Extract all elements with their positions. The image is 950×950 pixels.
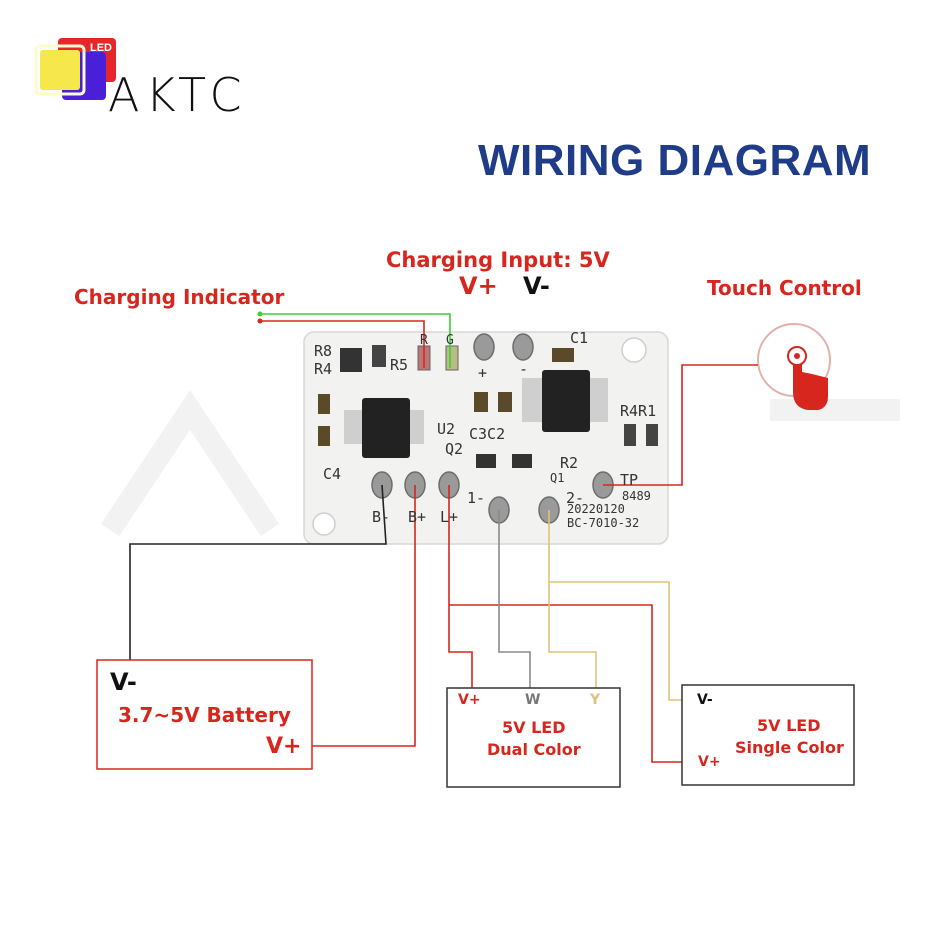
pcb-label-r4r1: R4R1 xyxy=(620,402,657,420)
chip-u2 xyxy=(344,398,424,458)
logo-icon xyxy=(34,38,116,100)
wires xyxy=(129,311,758,763)
pcb-label-minus: - xyxy=(519,360,529,378)
logo-badge: LED xyxy=(90,42,112,54)
touch-control-label: Touch Control xyxy=(707,276,862,300)
watermark xyxy=(100,390,900,537)
pcb-label-q2: Q2 xyxy=(445,440,464,458)
pcb-label-model: BC-7010-32 xyxy=(567,516,640,530)
pcb-label-r4: R4 xyxy=(314,360,333,378)
pcb-label-date: 20220120 xyxy=(567,502,625,516)
charging-indicator-label: Charging Indicator xyxy=(74,285,285,309)
led-dual-y: Y xyxy=(590,692,601,708)
pcb-label-r8: R8 xyxy=(314,342,333,360)
led-single-box xyxy=(681,684,855,786)
battery-vplus-label: V+ xyxy=(266,734,302,759)
pcb-label-q1: Q1 xyxy=(550,471,565,485)
pcb-label-c4: C4 xyxy=(323,465,342,483)
pcb-label-u2: U2 xyxy=(437,420,456,438)
touch-icon xyxy=(757,323,831,410)
led-dual-line1: 5V LED xyxy=(502,718,566,737)
pcb-label-g: G xyxy=(446,333,454,348)
pcb-label-bminus: B- xyxy=(372,508,391,526)
pcb-label-c1: C1 xyxy=(570,329,589,347)
chip-u1 xyxy=(522,370,608,432)
led-dual-line2: Dual Color xyxy=(487,740,581,759)
pcb-label-r: R xyxy=(420,333,428,348)
pcb-label-r5: R5 xyxy=(390,356,409,374)
pcb-label-c3c2: C3C2 xyxy=(469,425,506,443)
pcb-label-2minus: 2- xyxy=(566,489,585,507)
led-single-vminus: V- xyxy=(697,692,713,708)
battery-vminus-label: V- xyxy=(110,668,137,696)
pcb-board xyxy=(303,331,669,545)
led-dual-box xyxy=(446,687,621,788)
pcb-label-1minus: 1- xyxy=(467,489,486,507)
charging-vminus-label: V- xyxy=(523,272,550,300)
pcb-label-plus: + xyxy=(478,364,488,382)
charging-vplus-label: V+ xyxy=(459,272,498,300)
led-single-vplus: V+ xyxy=(698,754,721,770)
led-single-line2: Single Color xyxy=(735,738,844,757)
brand-name: AKTC xyxy=(108,68,248,122)
pcb-label-tp: TP xyxy=(620,471,639,489)
page-title: WIRING DIAGRAM xyxy=(478,136,872,185)
pcb-label-lplus: L+ xyxy=(440,508,459,526)
battery-title: 3.7~5V Battery xyxy=(118,703,291,727)
led-dual-w: W xyxy=(525,692,541,708)
pcb-label-8489: 8489 xyxy=(622,489,651,503)
pcb-label-bplus: B+ xyxy=(408,508,427,526)
battery-box xyxy=(96,659,313,770)
led-dual-vplus: V+ xyxy=(458,692,481,708)
pcb-label-r2: R2 xyxy=(560,454,579,472)
led-single-line1: 5V LED xyxy=(757,716,821,735)
charging-input-label: Charging Input: 5V xyxy=(386,248,610,272)
